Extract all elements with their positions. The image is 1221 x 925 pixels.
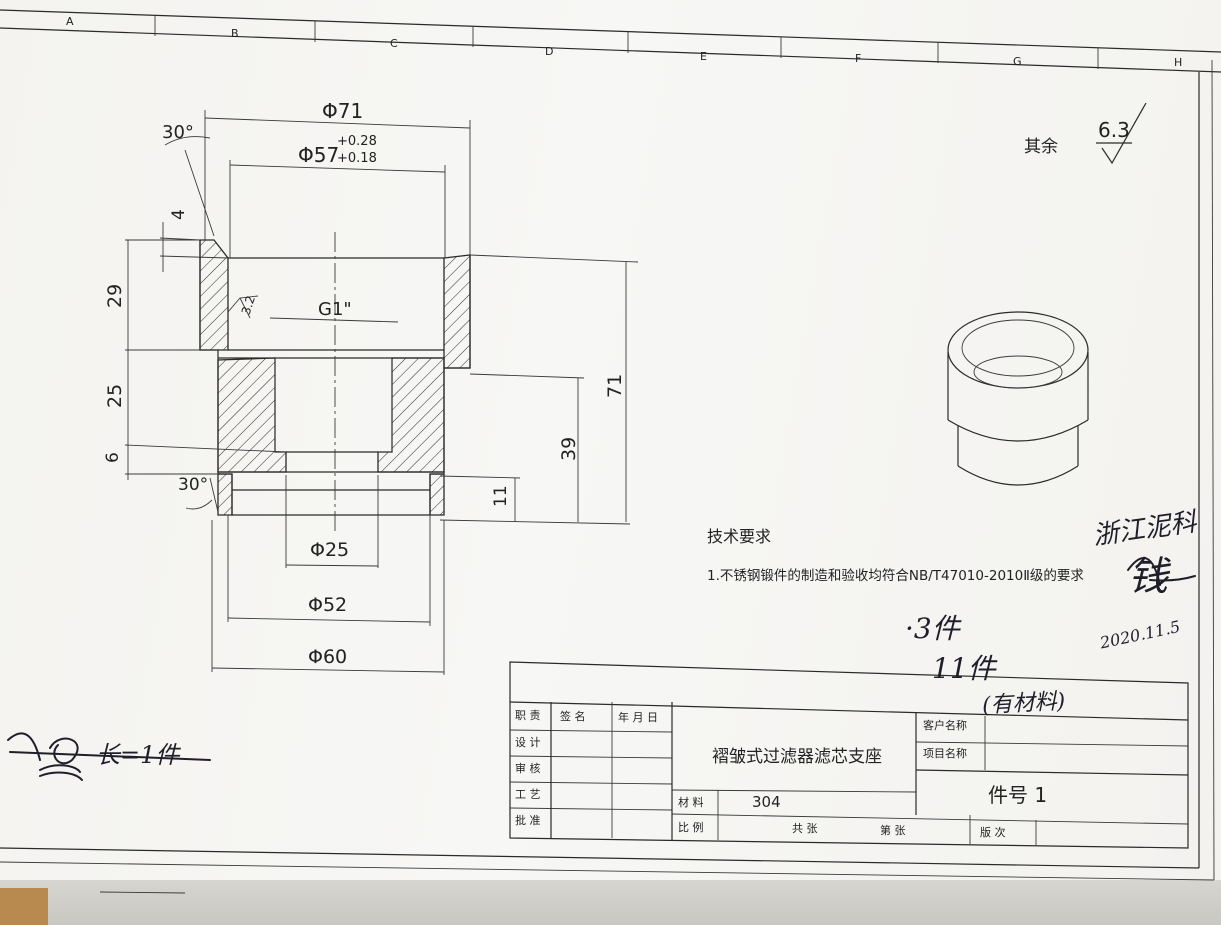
dim-h71: 71 [604,374,626,398]
angle-dimensions: 30° 30° [162,122,219,513]
handwritten-notes: 浙江泥科 钱 2020.11.5 ·3件 11件 (有材料) 长=1件 [7,507,1200,894]
hatch-left-bottom [217,473,233,516]
tb-sheet-no: 第 张 [880,823,906,837]
hatch-left-mid [217,357,287,473]
dim-d57-lower: +0.18 [337,151,377,166]
vertical-dimensions-left: 4 29 25 6 [103,209,287,480]
tb-sign: 签 名 [560,709,586,723]
tb-process: 工 艺 [515,788,541,801]
hand-note1: ·3件 [905,612,962,645]
hand-company: 浙江泥科 [1091,507,1200,551]
title-block-text: 职 责 签 名 年 月 日 设 计 审 核 工 艺 批 准 褶皱式过滤器滤芯支座… [515,709,1047,839]
zone-border [0,9,1221,881]
title-block [509,661,1189,849]
dim-d57-upper: +0.28 [337,134,377,149]
dim-thread: G1" [318,299,352,320]
tb-scale: 比 例 [678,820,704,834]
dim-h25: 25 [104,384,126,408]
tb-customer: 客户名称 [923,718,967,732]
tb-part-number: 件号 1 [988,783,1047,807]
isometric-view [947,311,1089,486]
tb-role: 职 责 [515,709,541,722]
tb-date: 年 月 日 [618,710,658,724]
roughness-symbol: 其余 6.3 [1024,102,1147,165]
dim-h39: 39 [558,437,580,461]
dim-d71: Φ71 [322,99,363,123]
tech-req-item1: 1.不锈钢锻件的制造和验收均符合NB/T47010-2010Ⅱ级的要求 [707,568,1084,584]
roughness-value: 6.3 [1098,118,1130,142]
zone-g: G [1013,55,1022,68]
hand-date: 2020.11.5 [1097,617,1182,653]
tb-material-label: 材 料 [678,795,704,809]
roughness-label: 其余 [1024,137,1058,157]
tb-design: 设 计 [515,736,541,749]
hatch-right-mid [377,357,445,473]
zone-a: A [66,15,74,28]
dim-d60: Φ60 [308,646,347,668]
dim-d57: Φ57 [298,143,339,167]
diameter-dimensions: Φ71 Φ57 +0.28 +0.18 G1" Φ25 Φ52 Φ60 [204,99,471,675]
tb-material-value: 304 [752,793,781,811]
dim-d52: Φ52 [308,594,347,616]
tech-req-title: 技术要求 [707,527,771,546]
angle-top: 30° [162,122,194,143]
desk-surface [0,880,1221,925]
vertical-dimensions-right: 71 39 11 [439,254,639,525]
hand-note3: (有材料) [981,689,1065,718]
tb-approve: 批 准 [515,813,541,827]
dim-h29: 29 [104,284,126,308]
zone-h: H [1174,56,1182,69]
zone-d: D [545,45,553,58]
tb-review: 审 核 [515,761,541,775]
dim-h11: 11 [491,485,511,507]
zone-c: C [390,37,398,50]
zone-f: F [855,52,861,65]
wood-corner [0,888,48,925]
surface-roughness-inner: 3.2 [227,294,259,319]
zone-b: B [231,27,239,40]
tb-total-sheets: 共 张 [792,822,818,835]
part-section [199,232,471,535]
tb-part-name: 褶皱式过滤器滤芯支座 [712,747,882,767]
tb-revision: 版 次 [980,825,1006,839]
dim-h4: 4 [169,209,189,220]
hatch-right-bottom [429,473,445,516]
zone-letters: A B C D E F G H [66,15,1182,69]
hand-note2: 11件 [932,652,998,685]
angle-bottom: 30° [178,475,208,495]
hand-left-note: 长=1件 [96,741,181,769]
dim-h6: 6 [103,452,123,463]
hatch-left-top [199,239,229,351]
hatch-right-top [443,254,471,369]
surface-inner-value: 3.2 [239,294,258,316]
tb-project: 项目名称 [923,746,967,760]
stray-line [99,891,186,894]
dim-d25: Φ25 [310,539,349,561]
zone-e: E [700,50,707,63]
